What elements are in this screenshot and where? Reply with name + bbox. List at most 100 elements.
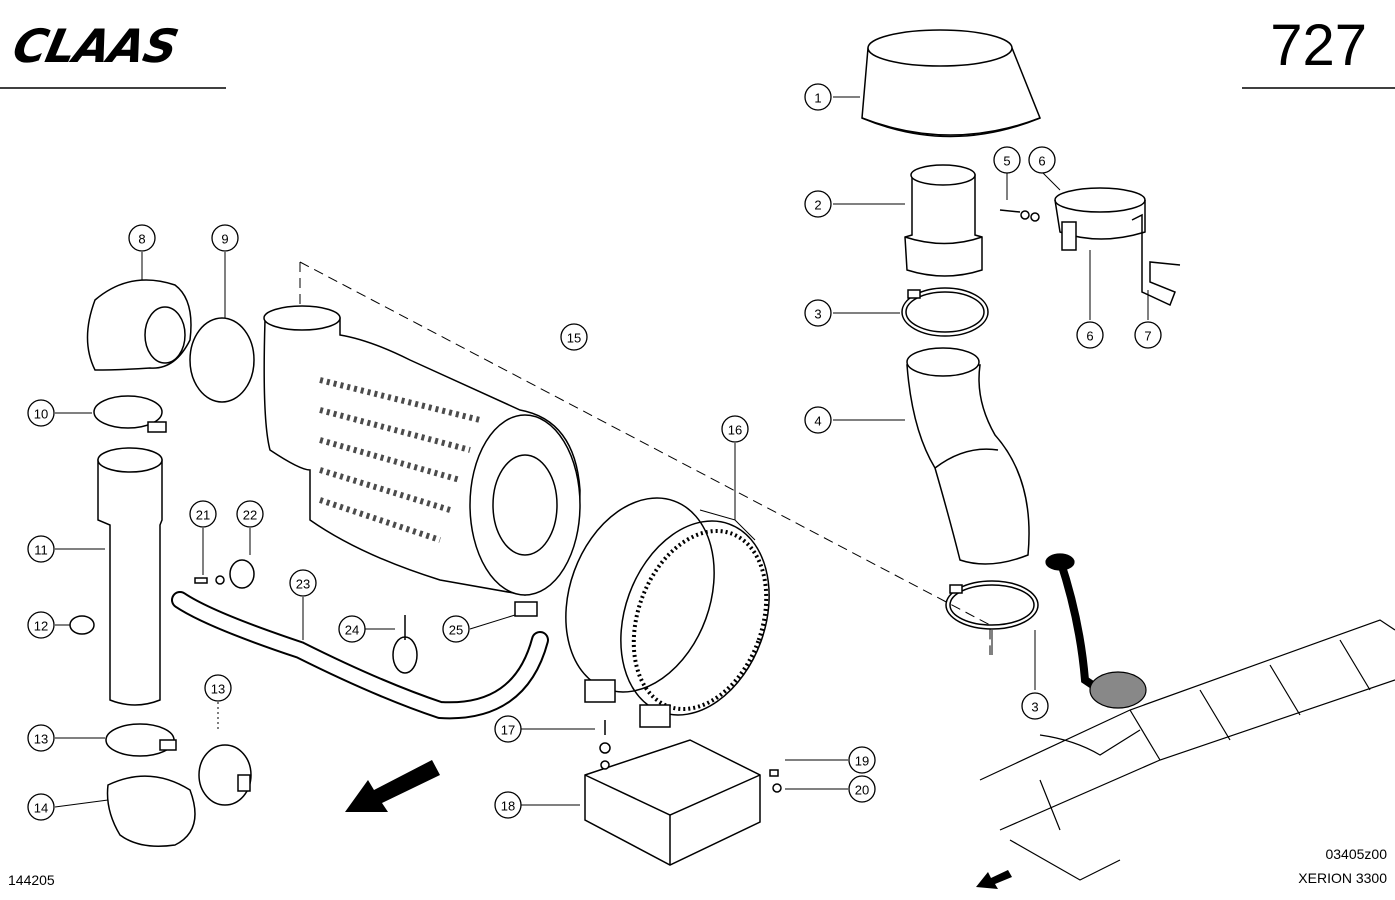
callout-circle	[848, 746, 876, 774]
callout-label: 17	[501, 723, 515, 738]
part-intake-pipe	[97, 447, 163, 706]
callout-circle	[1076, 321, 1104, 349]
callout-circle	[494, 791, 522, 819]
part-hose-clamp-lower	[945, 580, 1039, 630]
direction-arrow-large	[345, 760, 440, 812]
callout-circle	[1021, 692, 1049, 720]
callout-circle	[27, 611, 55, 639]
callout-c13b: 13	[204, 674, 232, 702]
leader-3-lower	[991, 630, 1036, 690]
leader-lines	[54, 96, 1149, 808]
callout-label: 24	[345, 623, 359, 638]
callout-label: 13	[211, 682, 225, 697]
callout-c3a: 3	[804, 299, 832, 327]
callout-circle	[442, 615, 470, 643]
callout-c23: 23	[289, 569, 317, 597]
callout-label: 18	[501, 799, 515, 814]
callout-label: 11	[34, 543, 48, 558]
callout-circle	[189, 500, 217, 528]
callout-label: 19	[855, 754, 869, 769]
part-air-filter-housing	[263, 305, 581, 596]
callout-circle	[27, 535, 55, 563]
callout-circle	[1028, 146, 1056, 174]
callout-c8: 8	[128, 224, 156, 252]
callout-c25: 25	[442, 615, 470, 643]
callout-circle	[494, 715, 522, 743]
figure-code: 03405z00	[1325, 846, 1387, 862]
callout-circle	[804, 406, 832, 434]
part-hose-clamp-upper	[901, 287, 989, 337]
callout-label: 7	[1144, 329, 1151, 344]
callout-circle	[804, 190, 832, 218]
callout-label: 10	[34, 407, 48, 422]
part-drain-hose-inner	[173, 593, 547, 718]
callout-c9: 9	[211, 224, 239, 252]
direction-arrow-small	[976, 870, 1012, 889]
callout-circle	[236, 500, 264, 528]
callout-label: 23	[296, 577, 310, 592]
callout-label: 6	[1038, 154, 1045, 169]
callout-label: 4	[814, 414, 821, 429]
part-mounting-plate	[584, 739, 761, 866]
callout-c17: 17	[494, 715, 522, 743]
brand-logo: CLAAS	[8, 19, 234, 73]
callout-circle	[27, 793, 55, 821]
callout-c20: 20	[848, 775, 876, 803]
callout-c2: 2	[804, 190, 832, 218]
callout-circle	[204, 674, 232, 702]
part-elbow-hose	[906, 347, 1030, 565]
callout-label: 12	[34, 619, 48, 634]
tractor-frame-overview	[979, 553, 1395, 881]
part-clamp-13-right	[198, 744, 252, 806]
callout-circle	[27, 724, 55, 752]
callout-label: 3	[814, 307, 821, 322]
callout-label: 1	[814, 91, 821, 106]
callout-label: 14	[34, 801, 48, 816]
callout-label: 20	[855, 783, 869, 798]
callout-label: 21	[196, 508, 210, 523]
part-drain-hose	[171, 591, 549, 720]
part-clamp-9	[189, 317, 255, 403]
callout-label: 22	[243, 508, 257, 523]
callout-c22: 22	[236, 500, 264, 528]
callout-c15: 15	[560, 323, 588, 351]
callout-label: 3	[1031, 700, 1038, 715]
callout-c3b: 3	[1021, 692, 1049, 720]
callout-label: 9	[221, 232, 228, 247]
callout-c10: 10	[27, 399, 55, 427]
callout-circle	[289, 569, 317, 597]
doc-number: 144205	[8, 872, 55, 888]
callout-circle	[721, 415, 749, 443]
part-intake-tube	[904, 164, 983, 277]
callout-c18: 18	[494, 791, 522, 819]
part-clamp-13-left	[105, 723, 177, 757]
callout-c7: 7	[1134, 321, 1162, 349]
callout-c1: 1	[804, 83, 832, 111]
callout-c12: 12	[27, 611, 55, 639]
callout-circle	[804, 83, 832, 111]
callout-circle	[804, 299, 832, 327]
part-mounting-straps	[565, 497, 770, 728]
callout-circle	[338, 615, 366, 643]
callout-label: 15	[567, 331, 581, 346]
callout-c13a: 13	[27, 724, 55, 752]
callout-circle	[27, 399, 55, 427]
callout-label: 5	[1003, 154, 1010, 169]
assembly-axis-line	[299, 261, 991, 655]
callout-c6a: 6	[1028, 146, 1056, 174]
callout-label: 16	[728, 423, 742, 438]
callout-label: 6	[1086, 329, 1093, 344]
part-lower-elbow	[106, 775, 196, 847]
callout-c21: 21	[189, 500, 217, 528]
callout-circle	[560, 323, 588, 351]
small-hardware	[194, 559, 782, 793]
callout-label: 13	[34, 732, 48, 747]
callout-circle	[1134, 321, 1162, 349]
part-plug-12	[69, 615, 95, 635]
page-number: 727	[1270, 13, 1367, 78]
callout-c16: 16	[721, 415, 749, 443]
callout-circle	[993, 146, 1021, 174]
callout-circle	[848, 775, 876, 803]
